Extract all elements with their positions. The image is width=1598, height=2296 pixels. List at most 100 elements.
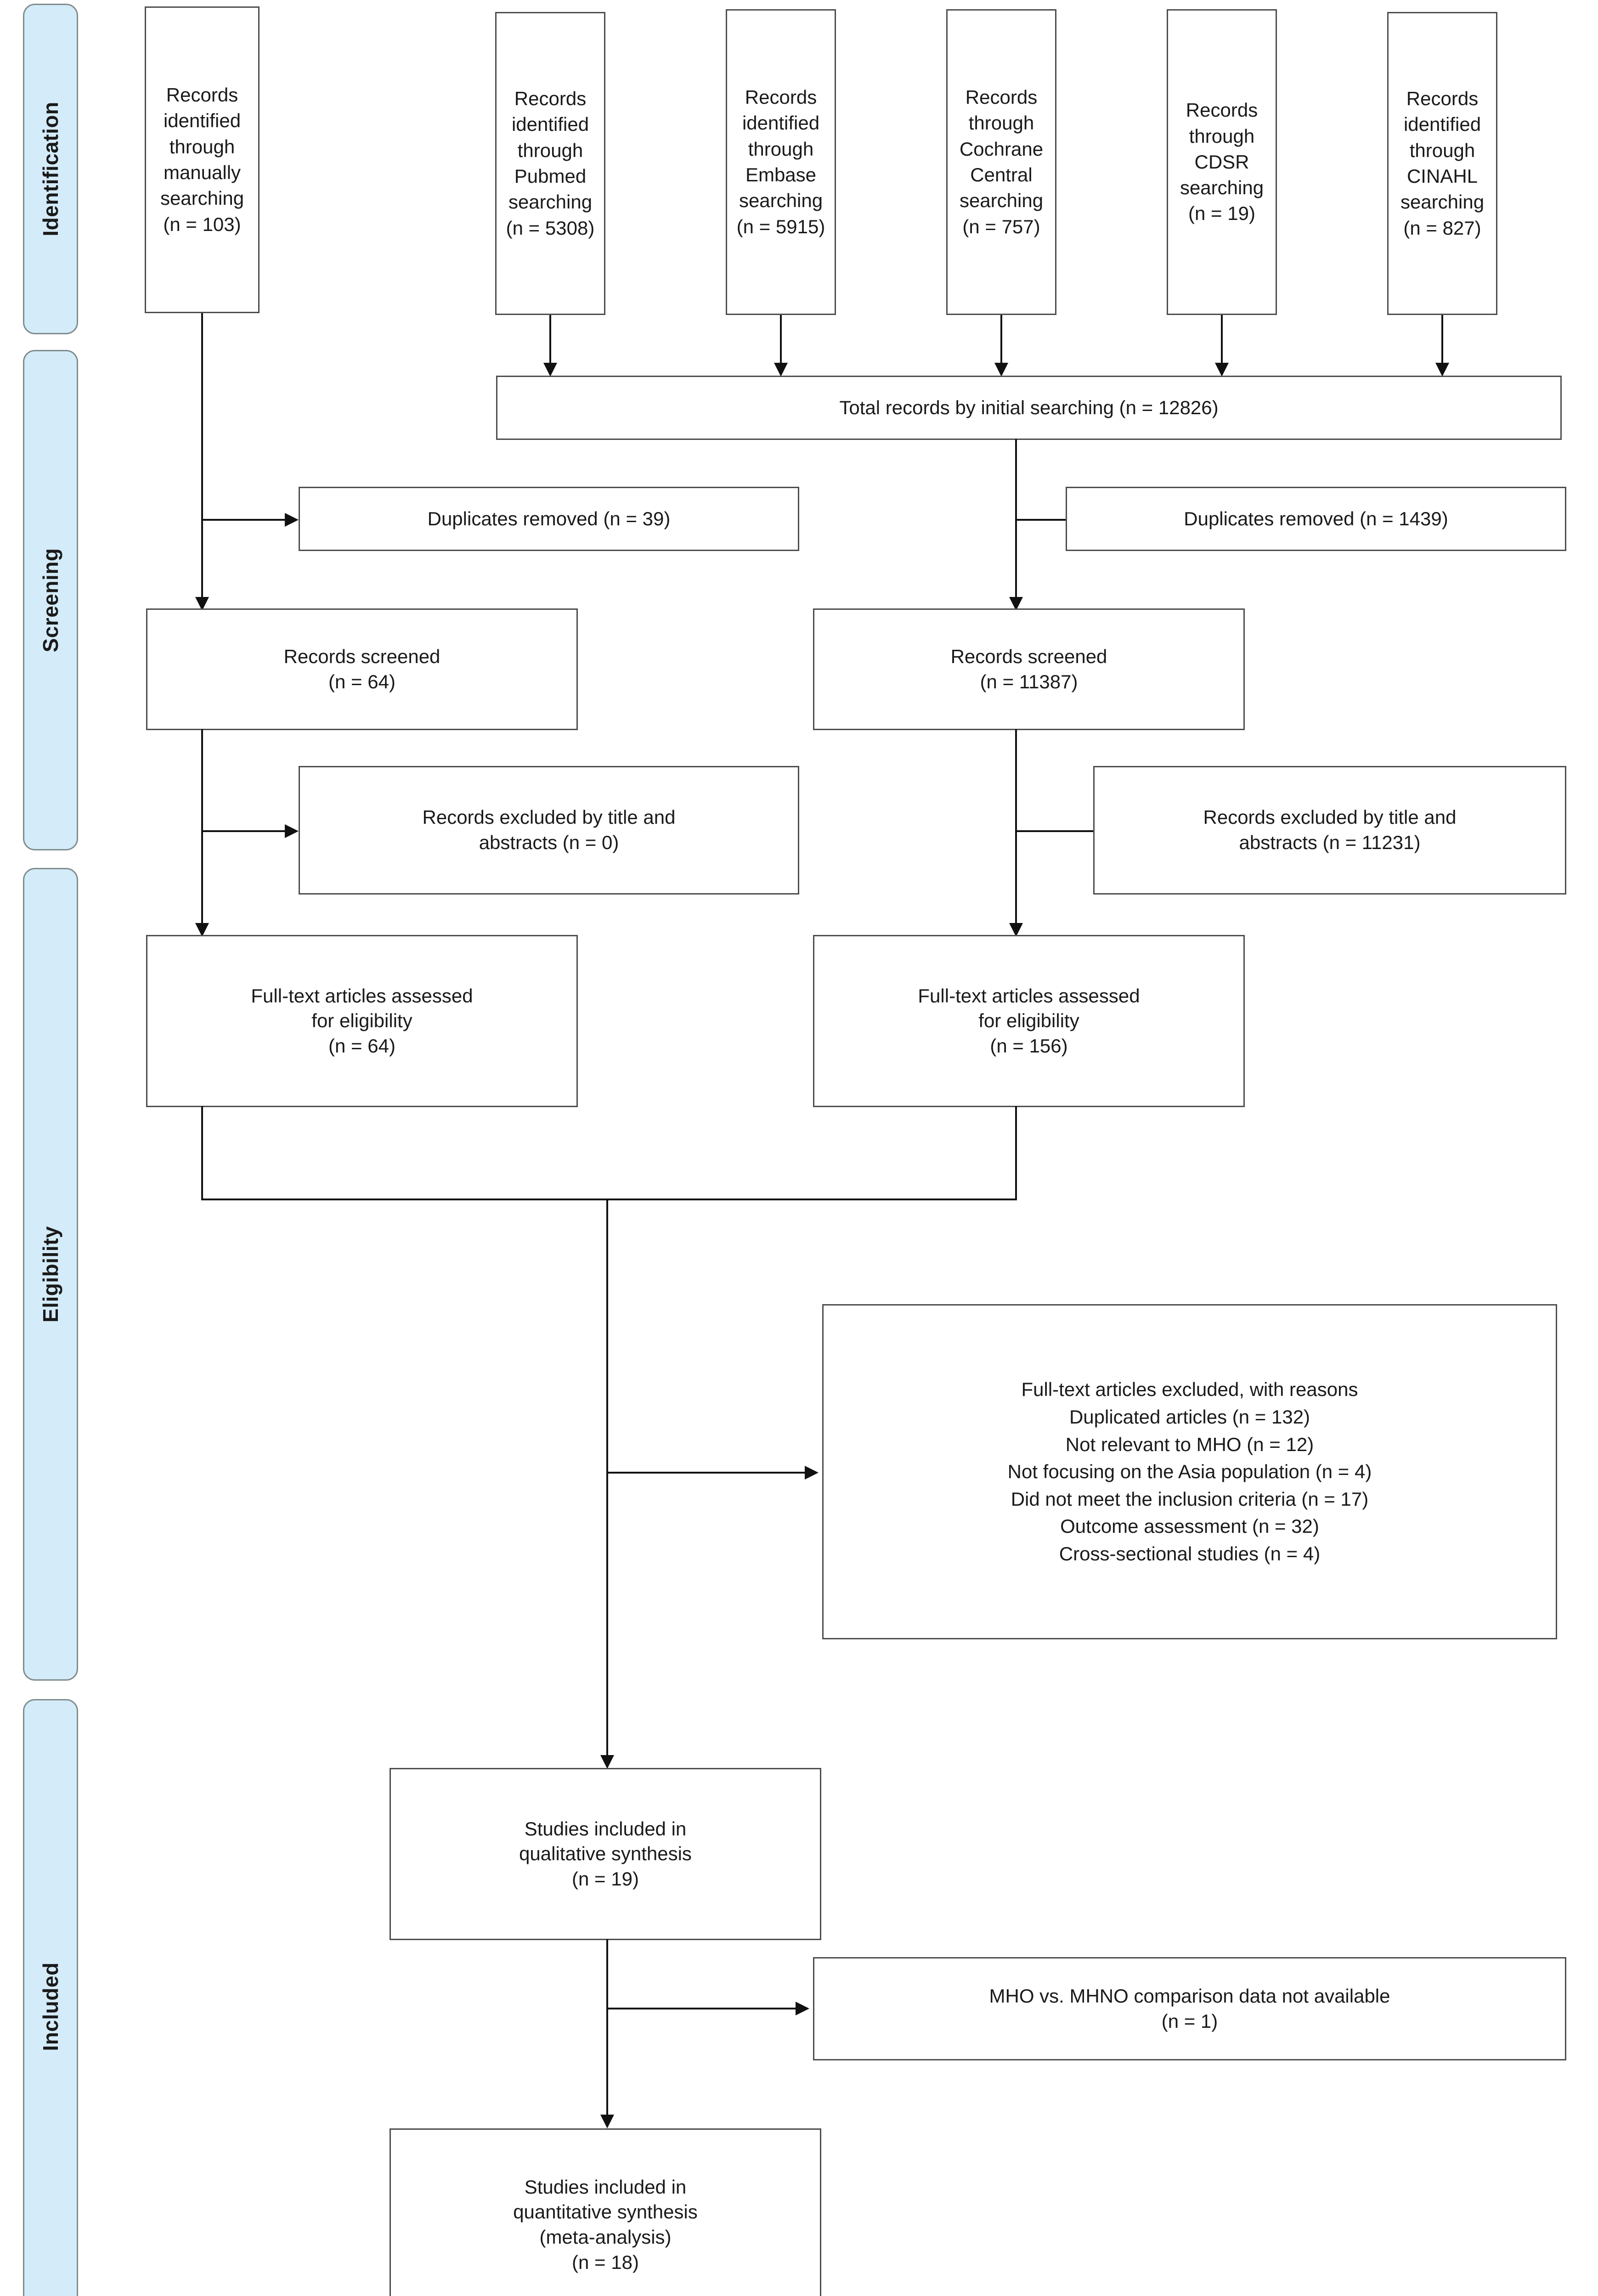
embase-line-2: identified (742, 112, 820, 134)
pubmed-line-1: Records (514, 88, 587, 110)
screened-left-line-1: Records screened (283, 645, 440, 667)
box-duplicates-removed-right: Duplicates removed (n = 1439) (1066, 487, 1566, 551)
box-records-cdsr: Records through CDSR searching (n = 19) (1167, 9, 1277, 315)
cdsr-line-3: CDSR (1194, 151, 1249, 173)
qualitative-line-1: Studies included in (524, 1818, 687, 1840)
box-records-excluded-right: Records excluded by title and abstracts … (1093, 766, 1566, 895)
quantitative-line-2: quantitative synthesis (513, 2201, 698, 2223)
embase-line-3: through (748, 138, 814, 160)
arrowhead-manual-to-duplicates-left (285, 513, 299, 527)
fulltext-left-line-3: (n = 64) (328, 1035, 395, 1057)
cochrane-line-3: Cochrane (959, 138, 1044, 160)
stage-bar-included: Included (23, 1699, 78, 2296)
connector-screened-left-down (201, 729, 203, 927)
arrowhead-cochrane-to-total (994, 363, 1008, 377)
connector-pubmed-to-total (549, 315, 551, 366)
cochrane-line-6: (n = 757) (962, 215, 1040, 237)
manual-line-6: (n = 103) (163, 213, 241, 235)
arrowhead-screened-left-to-excluded (285, 824, 299, 838)
arrowhead-cinahl-to-total (1435, 363, 1449, 377)
box-records-screened-left: Records screened (n = 64) (146, 608, 578, 730)
box-comparison-data-not-available: MHO vs. MHNO comparison data not availab… (813, 1957, 1566, 2060)
cdsr-line-5: (n = 19) (1188, 203, 1255, 225)
cdsr-line-1: Records (1186, 99, 1258, 121)
qualitative-line-3: (n = 19) (572, 1868, 639, 1890)
arrowhead-pubmed-to-total (543, 363, 557, 377)
reasons-line-5: Outcome assessment (n = 32) (1060, 1515, 1319, 1537)
excluded-left-line-2: abstracts (n = 0) (479, 832, 619, 853)
connector-screened-right-to-excluded (1015, 830, 1102, 832)
box-records-cochrane-central: Records through Cochrane Central searchi… (946, 9, 1056, 315)
manual-line-5: searching (160, 187, 244, 209)
quantitative-line-3: (meta-analysis) (539, 2226, 672, 2248)
stage-label-included: Included (39, 1962, 62, 2051)
cdsr-line-2: through (1189, 125, 1255, 147)
connector-qualitative-to-not-available (606, 2008, 799, 2009)
quantitative-line-4: (n = 18) (572, 2251, 639, 2273)
fulltext-left-line-1: Full-text articles assessed (251, 985, 473, 1007)
cochrane-line-4: Central (970, 164, 1033, 186)
connector-cinahl-to-total (1441, 315, 1443, 366)
excluded-left-line-1: Records excluded by title and (422, 806, 676, 828)
connector-fulltext-merge (201, 1199, 1017, 1200)
embase-line-5: searching (739, 190, 823, 212)
cinahl-line-6: (n = 827) (1403, 217, 1481, 239)
arrowhead-trunk-to-qualitative (600, 1755, 614, 1769)
connector-fulltext-left-down (201, 1106, 203, 1200)
stage-label-identification: Identification (39, 101, 62, 236)
box-fulltext-assessed-right: Full-text articles assessed for eligibil… (813, 935, 1245, 1107)
box-duplicates-removed-left: Duplicates removed (n = 39) (299, 487, 799, 551)
arrowhead-screened-right-to-fulltext (1009, 923, 1023, 937)
stage-bar-screening: Screening (23, 350, 78, 850)
cinahl-line-1: Records (1406, 88, 1479, 110)
manual-line-4: manually (163, 162, 241, 183)
connector-cdsr-to-total (1221, 315, 1223, 366)
screened-right-line-2: (n = 11387) (980, 670, 1078, 692)
fulltext-right-line-2: for eligibility (978, 1010, 1079, 1032)
connector-qualitative-down (606, 1939, 608, 2118)
cochrane-line-1: Records (965, 86, 1038, 108)
total-records-text: Total records by initial searching (n = … (839, 396, 1219, 418)
cinahl-line-5: searching (1400, 191, 1485, 213)
fulltext-right-line-1: Full-text articles assessed (918, 985, 1140, 1007)
reasons-line-2: Not relevant to MHO (n = 12) (1065, 1433, 1314, 1455)
box-studies-qualitative-synthesis: Studies included in qualitative synthesi… (390, 1768, 821, 1940)
screened-left-line-2: (n = 64) (328, 670, 395, 692)
cochrane-line-2: through (968, 112, 1034, 134)
pubmed-line-4: Pubmed (514, 165, 587, 187)
not-available-line-2: (n = 1) (1161, 2010, 1218, 2032)
connector-merge-trunk-down (606, 1199, 608, 1759)
manual-line-2: identified (163, 110, 241, 132)
box-total-records: Total records by initial searching (n = … (496, 376, 1562, 440)
pubmed-line-2: identified (511, 113, 589, 135)
embase-line-1: Records (745, 86, 817, 108)
cinahl-line-2: identified (1403, 113, 1481, 135)
cochrane-line-5: searching (959, 190, 1044, 212)
connector-fulltext-right-down (1015, 1106, 1017, 1200)
qualitative-line-2: qualitative synthesis (519, 1843, 692, 1865)
connector-total-to-duplicates-right (1015, 519, 1102, 521)
embase-line-4: Embase (745, 164, 817, 186)
not-available-line-1: MHO vs. MHNO comparison data not availab… (989, 1985, 1390, 2007)
cinahl-line-4: CINAHL (1406, 165, 1478, 187)
reasons-heading: Full-text articles excluded, with reason… (1021, 1379, 1358, 1401)
cinahl-line-3: through (1409, 139, 1475, 161)
arrowhead-trunk-to-excluded-reasons (805, 1466, 819, 1480)
stage-bar-eligibility: Eligibility (23, 868, 78, 1681)
cdsr-line-4: searching (1180, 177, 1264, 199)
box-records-excluded-left: Records excluded by title and abstracts … (299, 766, 799, 895)
arrowhead-cdsr-to-total (1215, 363, 1229, 377)
duplicates-right-text: Duplicates removed (n = 1439) (1184, 507, 1448, 529)
arrowhead-screened-left-to-fulltext (195, 923, 209, 937)
embase-line-6: (n = 5915) (736, 215, 825, 237)
fulltext-left-line-2: for eligibility (311, 1010, 412, 1032)
arrowhead-qualitative-to-not-available (796, 2002, 809, 2015)
box-studies-quantitative-synthesis: Studies included in quantitative synthes… (390, 2128, 821, 2296)
connector-embase-to-total (780, 315, 782, 366)
box-records-embase: Records identified through Embase search… (726, 9, 836, 315)
reasons-line-6: Cross-sectional studies (n = 4) (1059, 1543, 1321, 1565)
box-fulltext-assessed-left: Full-text articles assessed for eligibil… (146, 935, 578, 1107)
arrowhead-embase-to-total (774, 363, 788, 377)
excluded-right-line-1: Records excluded by title and (1203, 806, 1457, 828)
